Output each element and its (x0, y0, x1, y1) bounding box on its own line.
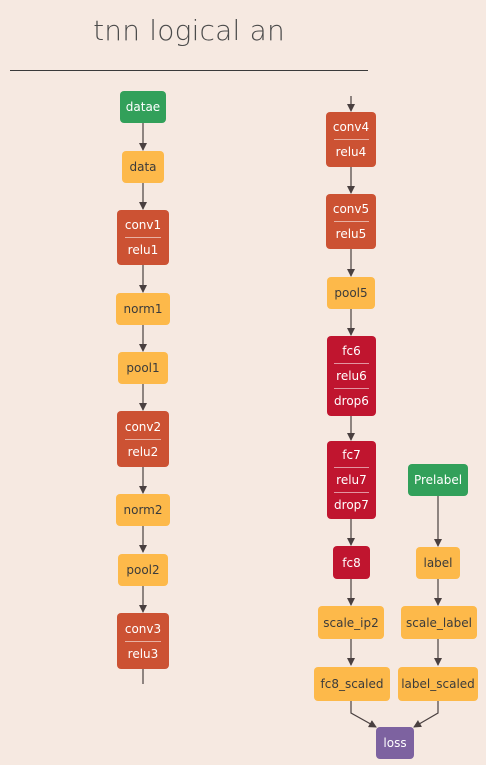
node-label: relu2 (127, 444, 159, 459)
node-norm2[interactable]: norm2 (116, 494, 170, 526)
node-label: Prelabel (413, 473, 463, 487)
node-separator (124, 640, 162, 642)
node-label: conv1 (124, 218, 162, 232)
edge-label_scaled-loss (413, 701, 439, 728)
node-conv3[interactable]: conv3 relu3 (117, 613, 169, 669)
node-label_scaled[interactable]: label_scaled (398, 667, 478, 701)
node-label: data (129, 160, 157, 174)
node-label: norm2 (123, 503, 163, 517)
node-label: drop7 (334, 498, 369, 512)
node-conv1[interactable]: conv1 relu1 (117, 210, 169, 265)
node-separator (334, 388, 369, 389)
node-label: label (423, 556, 453, 570)
node-label: conv4 (332, 120, 370, 134)
node-pool2[interactable]: pool2 (118, 554, 168, 586)
node-fc6[interactable]: fc6 relu6 drop6 (327, 336, 376, 416)
node-separator (334, 363, 369, 364)
node-label: relu1 (127, 243, 159, 257)
node-label: relu7 (336, 473, 367, 487)
node-label: conv5 (332, 202, 370, 216)
node-label: scale_ip2 (323, 615, 379, 630)
node-separator (333, 139, 369, 140)
node-data[interactable]: data (122, 151, 164, 183)
node-pool5[interactable]: pool5 (327, 277, 375, 309)
node-label: drop6 (334, 394, 369, 408)
page-title: tnn logical an (93, 14, 285, 47)
edge-fc8_scaled-loss (350, 701, 377, 728)
node-label: datae (125, 100, 161, 114)
node-pool1[interactable]: pool1 (118, 352, 168, 384)
node-fc8_scaled[interactable]: fc8_scaled (314, 667, 390, 701)
node-label: pool1 (126, 361, 160, 375)
node-prelabel[interactable]: Prelabel (408, 464, 468, 496)
node-label: norm1 (123, 302, 163, 316)
node-label: conv3 (124, 621, 162, 636)
node-label: fc7 (342, 448, 361, 462)
node-label: pool2 (126, 563, 160, 577)
node-loss[interactable]: loss (376, 727, 414, 759)
node-label: relu3 (127, 646, 159, 661)
node-separator (124, 438, 162, 440)
node-conv5[interactable]: conv5 relu5 (326, 194, 376, 249)
node-label: fc8_scaled (320, 677, 384, 691)
node-label: relu4 (335, 145, 367, 159)
node-conv2[interactable]: conv2 relu2 (117, 411, 169, 467)
node-scale_label[interactable]: scale_label (401, 606, 477, 639)
node-label: fc6 (342, 344, 361, 358)
node-label: label_scaled (401, 677, 475, 691)
node-conv4[interactable]: conv4 relu4 (326, 112, 376, 167)
node-separator (334, 467, 369, 468)
node-label[interactable]: label (416, 547, 460, 579)
node-datae[interactable]: datae (120, 91, 166, 123)
node-norm1[interactable]: norm1 (116, 293, 170, 325)
node-separator (333, 221, 369, 222)
node-fc8[interactable]: fc8 (333, 546, 370, 579)
node-label: conv2 (124, 419, 162, 434)
node-label: fc8 (342, 555, 361, 570)
node-label: relu5 (335, 227, 367, 241)
node-separator (124, 237, 162, 238)
node-label: relu6 (336, 369, 367, 383)
title-divider (10, 70, 368, 71)
node-label: pool5 (334, 286, 368, 300)
node-separator (334, 492, 369, 493)
node-fc7[interactable]: fc7 relu7 drop7 (327, 441, 376, 519)
node-label: scale_label (406, 615, 472, 630)
node-scale_ip2[interactable]: scale_ip2 (318, 606, 384, 639)
node-label: loss (383, 736, 407, 750)
